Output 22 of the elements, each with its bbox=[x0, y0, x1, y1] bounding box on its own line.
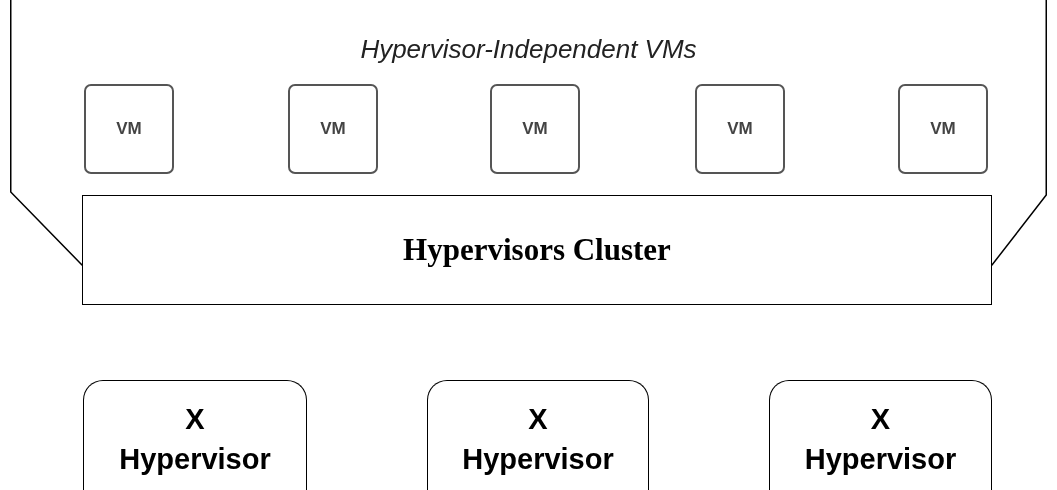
hypervisor-label: X bbox=[185, 402, 205, 437]
vm-box bbox=[84, 84, 174, 174]
cluster-box bbox=[82, 195, 992, 305]
hypervisor-label: Hypervisor bbox=[119, 442, 271, 477]
vm-box bbox=[898, 84, 988, 174]
hypervisor-box bbox=[83, 380, 307, 490]
cluster-label: Hypervisors Cluster bbox=[403, 232, 671, 268]
vm-label: VM bbox=[727, 119, 753, 139]
hypervisor-box bbox=[769, 380, 992, 490]
vm-box bbox=[490, 84, 580, 174]
hypervisor-label: X bbox=[870, 402, 891, 437]
hypervisor-box bbox=[427, 380, 649, 490]
vm-label: VM bbox=[320, 119, 346, 139]
hypervisor-label: Hypervisor bbox=[462, 442, 614, 477]
group-title: Hypervisor-Independent VMs bbox=[359, 34, 698, 65]
vm-label: VM bbox=[930, 119, 956, 139]
hypervisor-label: X bbox=[528, 402, 548, 437]
vm-box bbox=[288, 84, 378, 174]
hypervisor-label: Hypervisor bbox=[804, 442, 957, 477]
vm-label: VM bbox=[116, 119, 142, 139]
vm-label: VM bbox=[522, 119, 548, 139]
vm-box bbox=[695, 84, 785, 174]
